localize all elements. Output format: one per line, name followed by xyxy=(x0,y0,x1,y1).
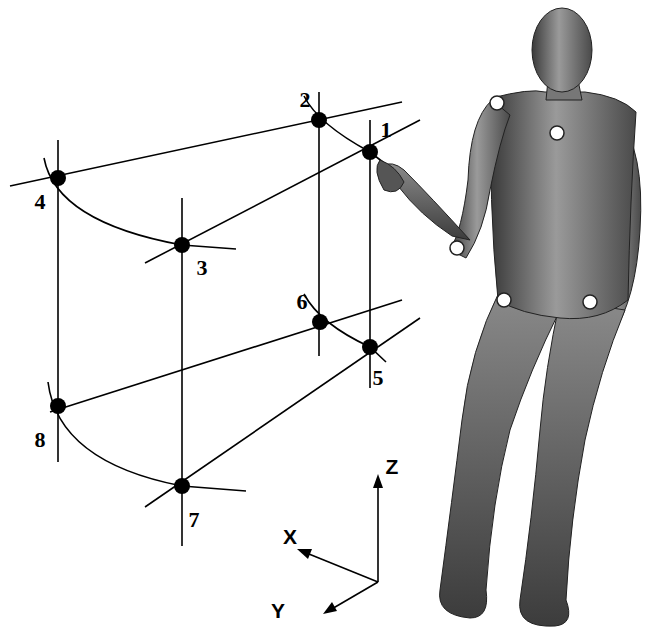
marker-points xyxy=(450,96,597,309)
callout-number: 7 xyxy=(189,509,200,531)
wireframe xyxy=(10,92,420,546)
corner-points xyxy=(50,112,378,494)
mannequin xyxy=(377,8,641,626)
callout-number: 4 xyxy=(35,191,46,213)
axis-label: Y xyxy=(271,600,285,621)
callout-number: 2 xyxy=(300,89,311,111)
callout-number: 3 xyxy=(197,257,208,279)
callout-number: 1 xyxy=(381,119,392,141)
callout-number: 5 xyxy=(373,367,384,389)
axis-label: Z xyxy=(386,456,399,477)
axis-label: X xyxy=(283,526,297,547)
axes xyxy=(297,474,383,614)
callout-number: 8 xyxy=(35,429,46,451)
callout-number: 6 xyxy=(297,291,308,313)
